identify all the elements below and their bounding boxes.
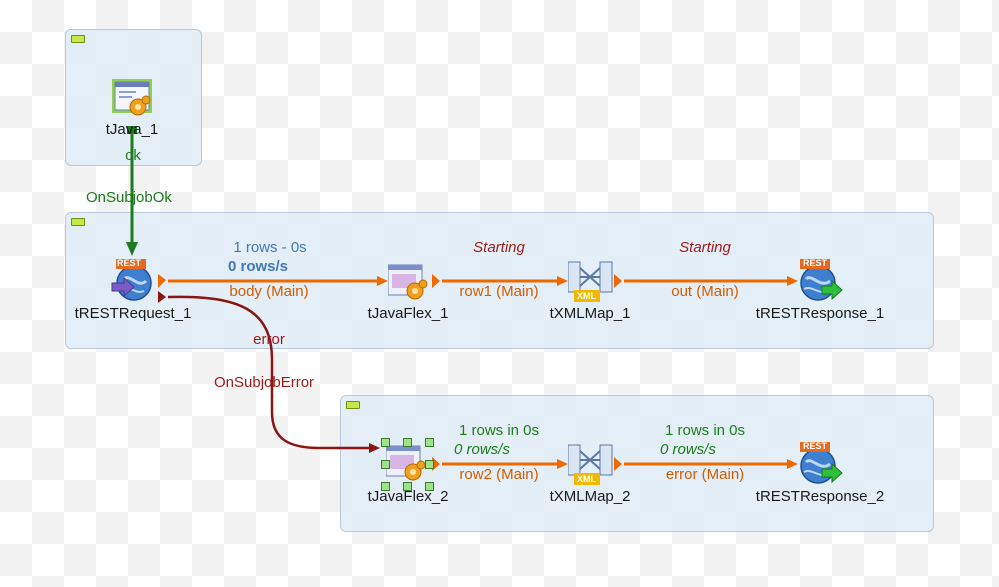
body-main-stat-rows: 1 rows - 0s <box>233 239 307 256</box>
error-main-stat-rate: 0 rows/s <box>660 441 716 458</box>
component-label: tRESTRequest_1 <box>74 305 192 322</box>
xml-map-icon <box>568 261 613 302</box>
body-main-stat-rate: 0 rows/s <box>228 258 289 275</box>
component-label: tJavaFlex_2 <box>367 488 449 505</box>
txmlmap-2-component[interactable] <box>568 443 613 485</box>
onsubjoberror-label: OnSubjobError <box>214 374 315 391</box>
onsubjoberror-link[interactable] <box>158 291 380 453</box>
onsubjobok-link[interactable] <box>126 126 138 256</box>
component-label: tXMLMap_2 <box>549 488 631 505</box>
component-label: tRESTResponse_2 <box>755 488 885 505</box>
row1-main-link[interactable] <box>432 274 568 288</box>
selection-handle[interactable] <box>403 438 412 447</box>
body-main-label: body (Main) <box>229 283 309 300</box>
error-main-stat-rows: 1 rows in 0s <box>664 422 746 439</box>
row2-main-label: row2 (Main) <box>459 466 539 483</box>
rest-badge: REST <box>803 258 828 268</box>
rest-badge: REST <box>117 258 142 268</box>
tjava-1-component[interactable] <box>112 79 152 119</box>
error-main-link[interactable] <box>614 457 798 471</box>
rest-globe-output-icon <box>800 442 843 484</box>
onsubjobok-label: OnSubjobOk <box>86 189 172 206</box>
xml-map-icon <box>568 444 613 485</box>
collapse-subjob-button[interactable] <box>346 401 360 409</box>
selection-handle[interactable] <box>425 438 434 447</box>
row1-main-status: Starting <box>473 239 525 256</box>
selection-handle[interactable] <box>425 482 434 491</box>
xml-badge: XML <box>577 291 596 301</box>
error-main-label: error (Main) <box>665 466 745 483</box>
tjavaflex-1-component[interactable] <box>388 262 428 302</box>
trestrequest-1-component[interactable] <box>110 259 152 301</box>
out-main-link[interactable] <box>614 274 798 288</box>
out-main-status: Starting <box>679 239 731 256</box>
selection-handle[interactable] <box>403 482 412 491</box>
ok-link-label: ok <box>125 147 141 164</box>
java-gear-icon <box>112 79 152 116</box>
component-label: tXMLMap_1 <box>549 305 631 322</box>
body-main-link[interactable] <box>158 274 388 288</box>
error-link-label: error <box>253 331 285 348</box>
row2-main-stat-rate: 0 rows/s <box>454 441 510 458</box>
selection-handle[interactable] <box>381 460 390 469</box>
component-label: tJava_1 <box>105 121 159 138</box>
rest-badge: REST <box>803 441 828 451</box>
rest-globe-input-icon <box>111 259 152 301</box>
txmlmap-1-component[interactable] <box>568 260 613 302</box>
tjavaflex-2-component[interactable] <box>386 443 426 483</box>
xml-badge: XML <box>577 474 596 484</box>
selection-handle[interactable] <box>381 482 390 491</box>
row2-main-stat-rows: 1 rows in 0s <box>458 422 540 439</box>
collapse-subjob-button[interactable] <box>71 35 85 43</box>
component-label: tJavaFlex_1 <box>367 305 449 322</box>
selection-handle[interactable] <box>425 460 434 469</box>
collapse-subjob-button[interactable] <box>71 218 85 226</box>
javaflex-gear-icon <box>388 264 428 300</box>
trestresponse-2-component[interactable] <box>798 442 843 484</box>
trestresponse-1-component[interactable] <box>798 259 843 301</box>
rest-globe-output-icon <box>800 259 843 301</box>
selection-handle[interactable] <box>381 438 390 447</box>
out-main-label: out (Main) <box>671 283 739 300</box>
component-label: tRESTResponse_1 <box>755 305 885 322</box>
row1-main-label: row1 (Main) <box>459 283 539 300</box>
javaflex-gear-icon <box>386 445 426 481</box>
row2-main-link[interactable] <box>432 457 568 471</box>
